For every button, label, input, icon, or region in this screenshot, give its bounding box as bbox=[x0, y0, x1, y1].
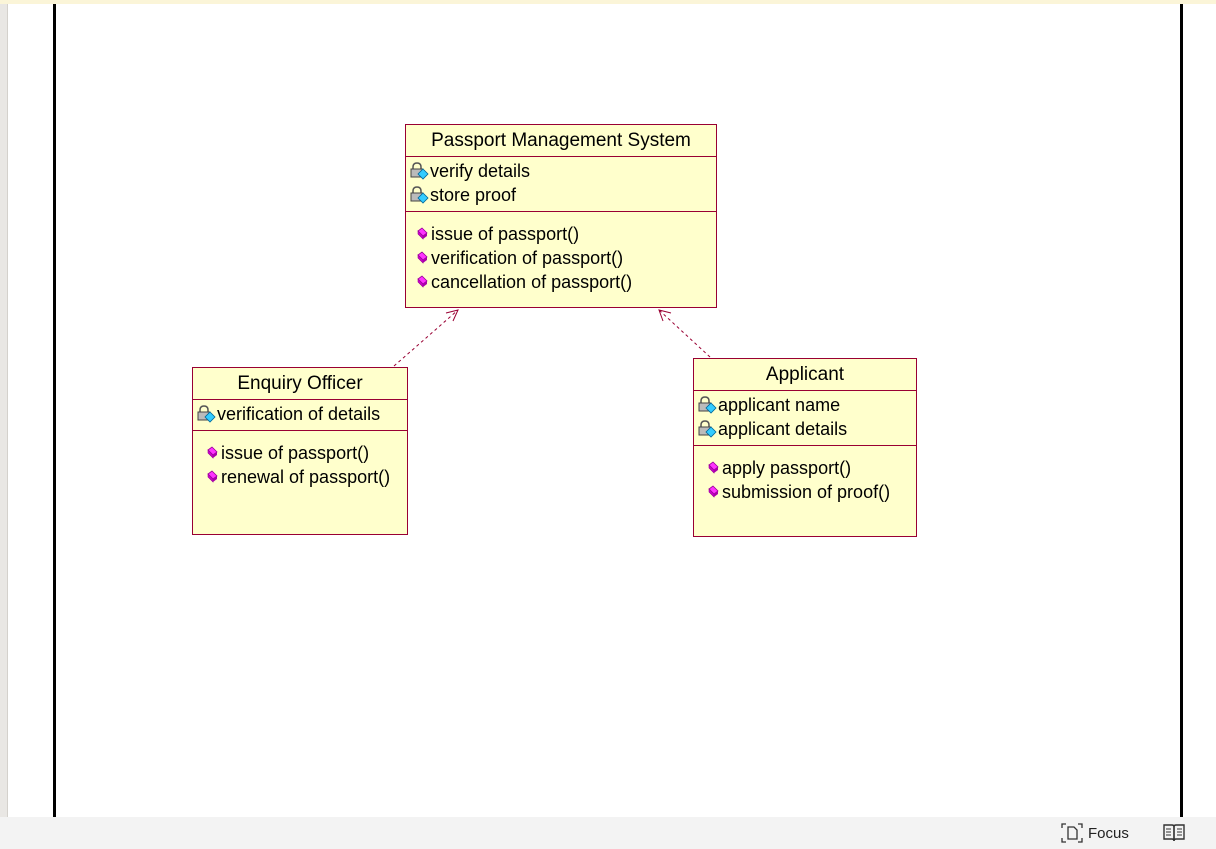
operation-row: apply passport() bbox=[707, 456, 916, 480]
operation-compartment: issue of passport() verification of pass… bbox=[406, 212, 716, 298]
attribute-label: verification of details bbox=[217, 404, 381, 424]
top-strip bbox=[0, 0, 1216, 4]
operation-row: verification of passport() bbox=[416, 246, 716, 270]
attribute-row: applicant name bbox=[697, 393, 916, 417]
class-name: Applicant bbox=[694, 359, 916, 391]
attribute-compartment: applicant name applicant details bbox=[694, 391, 916, 446]
operation-label: issue of passport() bbox=[431, 224, 580, 244]
operation-compartment: apply passport() submission of proof() bbox=[694, 446, 916, 508]
attribute-label: applicant details bbox=[718, 419, 848, 439]
immersive-reader-button[interactable] bbox=[1162, 822, 1186, 844]
operation-label: cancellation of passport() bbox=[431, 272, 633, 292]
focus-label: Focus bbox=[1088, 824, 1129, 842]
public-operation-icon bbox=[707, 459, 720, 477]
attribute-compartment: verify details store proof bbox=[406, 157, 716, 212]
public-operation-icon bbox=[416, 273, 429, 291]
attribute-label: verify details bbox=[430, 161, 531, 181]
class-passport-management-system[interactable]: Passport Management System verify detail… bbox=[405, 124, 717, 308]
private-attribute-icon bbox=[409, 162, 429, 180]
operation-row: submission of proof() bbox=[707, 480, 916, 504]
public-operation-icon bbox=[707, 483, 720, 501]
public-operation-icon bbox=[416, 225, 429, 243]
left-gutter bbox=[0, 4, 8, 817]
attribute-row: store proof bbox=[409, 183, 716, 207]
operation-compartment: issue of passport() renewal of passport(… bbox=[193, 431, 407, 493]
class-name: Passport Management System bbox=[406, 125, 716, 157]
operation-row: cancellation of passport() bbox=[416, 270, 716, 294]
public-operation-icon bbox=[206, 468, 219, 486]
private-attribute-icon bbox=[697, 396, 717, 414]
attribute-row: applicant details bbox=[697, 417, 916, 441]
operation-label: verification of passport() bbox=[431, 248, 624, 268]
class-applicant[interactable]: Applicant applicant name applicant detai… bbox=[693, 358, 917, 537]
operation-label: submission of proof() bbox=[722, 482, 891, 502]
attribute-row: verification of details bbox=[196, 402, 407, 426]
private-attribute-icon bbox=[697, 420, 717, 438]
operation-label: apply passport() bbox=[722, 458, 852, 478]
attribute-label: applicant name bbox=[718, 395, 841, 415]
operation-row: renewal of passport() bbox=[206, 465, 407, 489]
public-operation-icon bbox=[206, 444, 219, 462]
public-operation-icon bbox=[416, 249, 429, 267]
operation-row: issue of passport() bbox=[416, 222, 716, 246]
attribute-label: store proof bbox=[430, 185, 517, 205]
focus-button[interactable]: Focus bbox=[1061, 821, 1129, 845]
private-attribute-icon bbox=[409, 186, 429, 204]
status-bar: Focus bbox=[0, 817, 1216, 849]
attribute-row: verify details bbox=[409, 159, 716, 183]
operation-row: issue of passport() bbox=[206, 441, 407, 465]
private-attribute-icon bbox=[196, 405, 216, 423]
immersive-reader-icon bbox=[1163, 824, 1185, 842]
class-enquiry-officer[interactable]: Enquiry Officer verification of details … bbox=[192, 367, 408, 535]
operation-label: issue of passport() bbox=[221, 443, 370, 463]
class-name: Enquiry Officer bbox=[193, 368, 407, 400]
operation-label: renewal of passport() bbox=[221, 467, 391, 487]
attribute-compartment: verification of details bbox=[193, 400, 407, 431]
focus-icon bbox=[1061, 823, 1083, 843]
